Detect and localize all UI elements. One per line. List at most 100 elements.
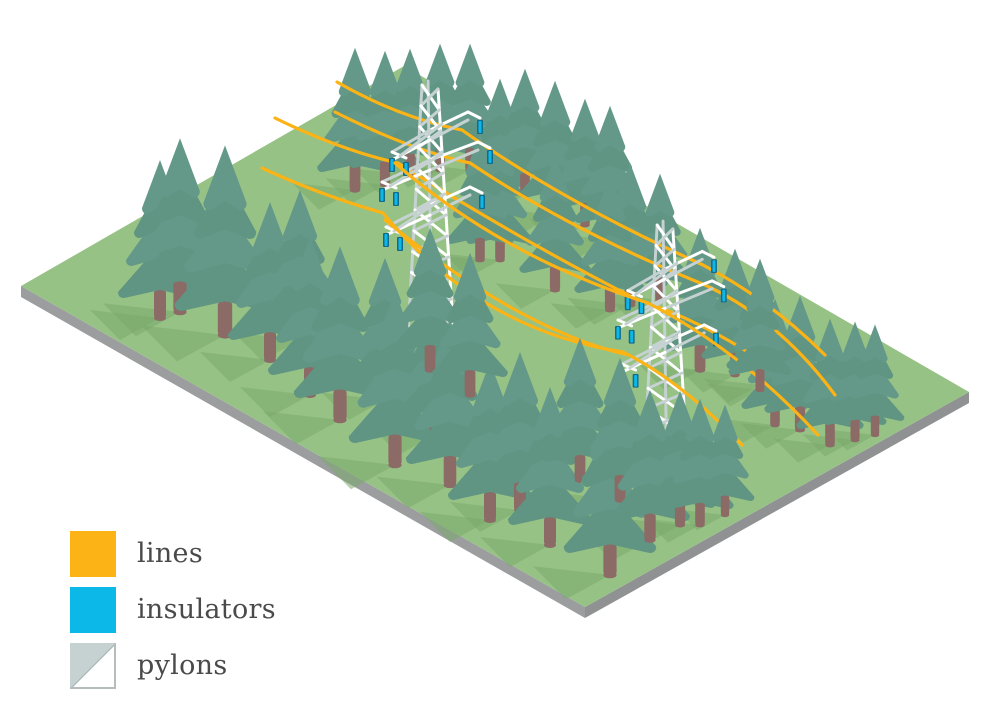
pine-tree — [519, 155, 591, 293]
insulator-highlight — [384, 234, 388, 246]
tree-foliage-tier — [639, 192, 681, 236]
insulator-highlight — [616, 326, 620, 339]
tree-trunk — [333, 389, 347, 420]
tree-foliage-tier — [526, 199, 584, 246]
legend-label: insulators — [137, 594, 276, 625]
tree-foliage-tier — [519, 227, 591, 273]
tree-trunk-base — [674, 522, 686, 528]
tree-foliage-tier — [516, 439, 584, 493]
lines-swatch — [70, 530, 116, 577]
tree-foliage-tier — [472, 362, 508, 416]
tree-trunk — [349, 164, 361, 190]
tree-trunk-base — [695, 522, 705, 528]
insulator-highlight — [488, 151, 492, 163]
tree-foliage-tier — [740, 289, 780, 330]
tree-trunk-base — [770, 422, 780, 428]
tree-foliage-tier — [406, 249, 454, 298]
tree-foliage-tier — [596, 379, 644, 428]
tree-trunk — [544, 517, 556, 545]
insulators-swatch — [70, 586, 116, 633]
tree-trunk-base — [644, 537, 656, 543]
tree-foliage-tier — [320, 246, 360, 306]
tree-foliage-tier — [395, 48, 425, 92]
tree-trunk-base — [850, 437, 860, 443]
tree-foliage-tier — [856, 341, 894, 379]
tree-trunk-base — [544, 542, 556, 548]
tree-trunk — [484, 492, 496, 520]
tree-foliage-tier — [446, 274, 494, 323]
tree-foliage-tier — [455, 43, 485, 87]
insulator-highlight — [712, 260, 716, 273]
tree-foliage-tier — [494, 376, 546, 430]
tree-shadow — [376, 476, 450, 509]
tree-trunk-base — [264, 357, 276, 363]
tree-foliage-tier — [563, 493, 657, 553]
tree-foliage-tier — [292, 237, 328, 291]
tree-trunk-base — [388, 461, 402, 469]
tree-trunk-base — [580, 222, 590, 228]
tree-foliage-tier — [539, 155, 571, 202]
tree-trunk — [217, 301, 233, 335]
tree-shadow — [263, 411, 340, 445]
tree-trunk — [755, 369, 765, 390]
tree-foliage-tier — [695, 463, 755, 501]
tree-trunk-base — [694, 367, 706, 373]
tree-trunk — [464, 369, 476, 395]
insulator-highlight — [398, 238, 402, 250]
tree-foliage-tier — [841, 321, 869, 362]
tree-trunk-base — [349, 187, 361, 193]
legend-label: pylons — [137, 650, 228, 681]
tree-foliage-tier — [666, 465, 734, 509]
tree-trunk — [424, 344, 436, 370]
insulator-highlight — [390, 159, 394, 171]
tree-foliage-tier — [613, 162, 647, 212]
tree-foliage-tier — [645, 173, 675, 217]
tree-trunk-base — [549, 287, 561, 293]
tree-foliage-tier — [851, 360, 899, 399]
tree-foliage-tier — [142, 195, 218, 255]
tree-foliage-tier — [413, 227, 447, 277]
tree-foliage-tier — [594, 175, 626, 222]
tree-trunk — [549, 266, 561, 290]
tree-shadow — [240, 387, 310, 417]
pine-tree — [432, 252, 508, 398]
tree-foliage-tier — [685, 398, 715, 442]
tree-foliage-tier — [453, 252, 487, 302]
tree-foliage-tier — [664, 390, 696, 437]
tree-foliage-tier — [368, 257, 402, 307]
insulator-highlight — [634, 374, 638, 387]
tree-foliage-tier — [539, 80, 571, 127]
tree-foliage-tier — [282, 189, 318, 242]
tree-trunk-base — [825, 442, 835, 448]
tree-foliage-tier — [632, 389, 668, 442]
tree-foliage-tier — [784, 295, 816, 342]
front-forest — [118, 138, 792, 579]
tree-trunk-base — [495, 257, 505, 263]
insulator-highlight — [380, 189, 384, 201]
tree-trunk — [850, 419, 860, 440]
insulator-highlight — [480, 196, 484, 208]
tree-foliage-tier — [564, 117, 606, 161]
pine-tree — [446, 133, 514, 263]
tree-foliage-tier — [399, 274, 461, 324]
tree-trunk-base — [154, 315, 166, 321]
legend-label: lines — [137, 538, 203, 569]
insulator-highlight — [626, 297, 630, 310]
tree-foliage-tier — [587, 126, 633, 172]
power-line — [273, 116, 762, 362]
tree-foliage-tier — [570, 98, 600, 142]
tree-trunk — [603, 544, 617, 575]
tree-foliage-tier — [508, 471, 592, 525]
tree-foliage-tier — [720, 248, 750, 292]
tree-foliage-tier — [432, 328, 508, 377]
tree-shadow — [200, 352, 270, 382]
tree-foliage-tier — [504, 87, 546, 131]
tree-shadow — [318, 456, 395, 490]
tree-trunk-base — [870, 432, 880, 438]
tree-foliage-tier — [414, 373, 486, 431]
insulator-highlight — [722, 289, 726, 302]
tree-foliage-tier — [369, 50, 401, 97]
tree-foliage-tier — [712, 404, 738, 443]
tree-foliage-tier — [746, 271, 774, 312]
